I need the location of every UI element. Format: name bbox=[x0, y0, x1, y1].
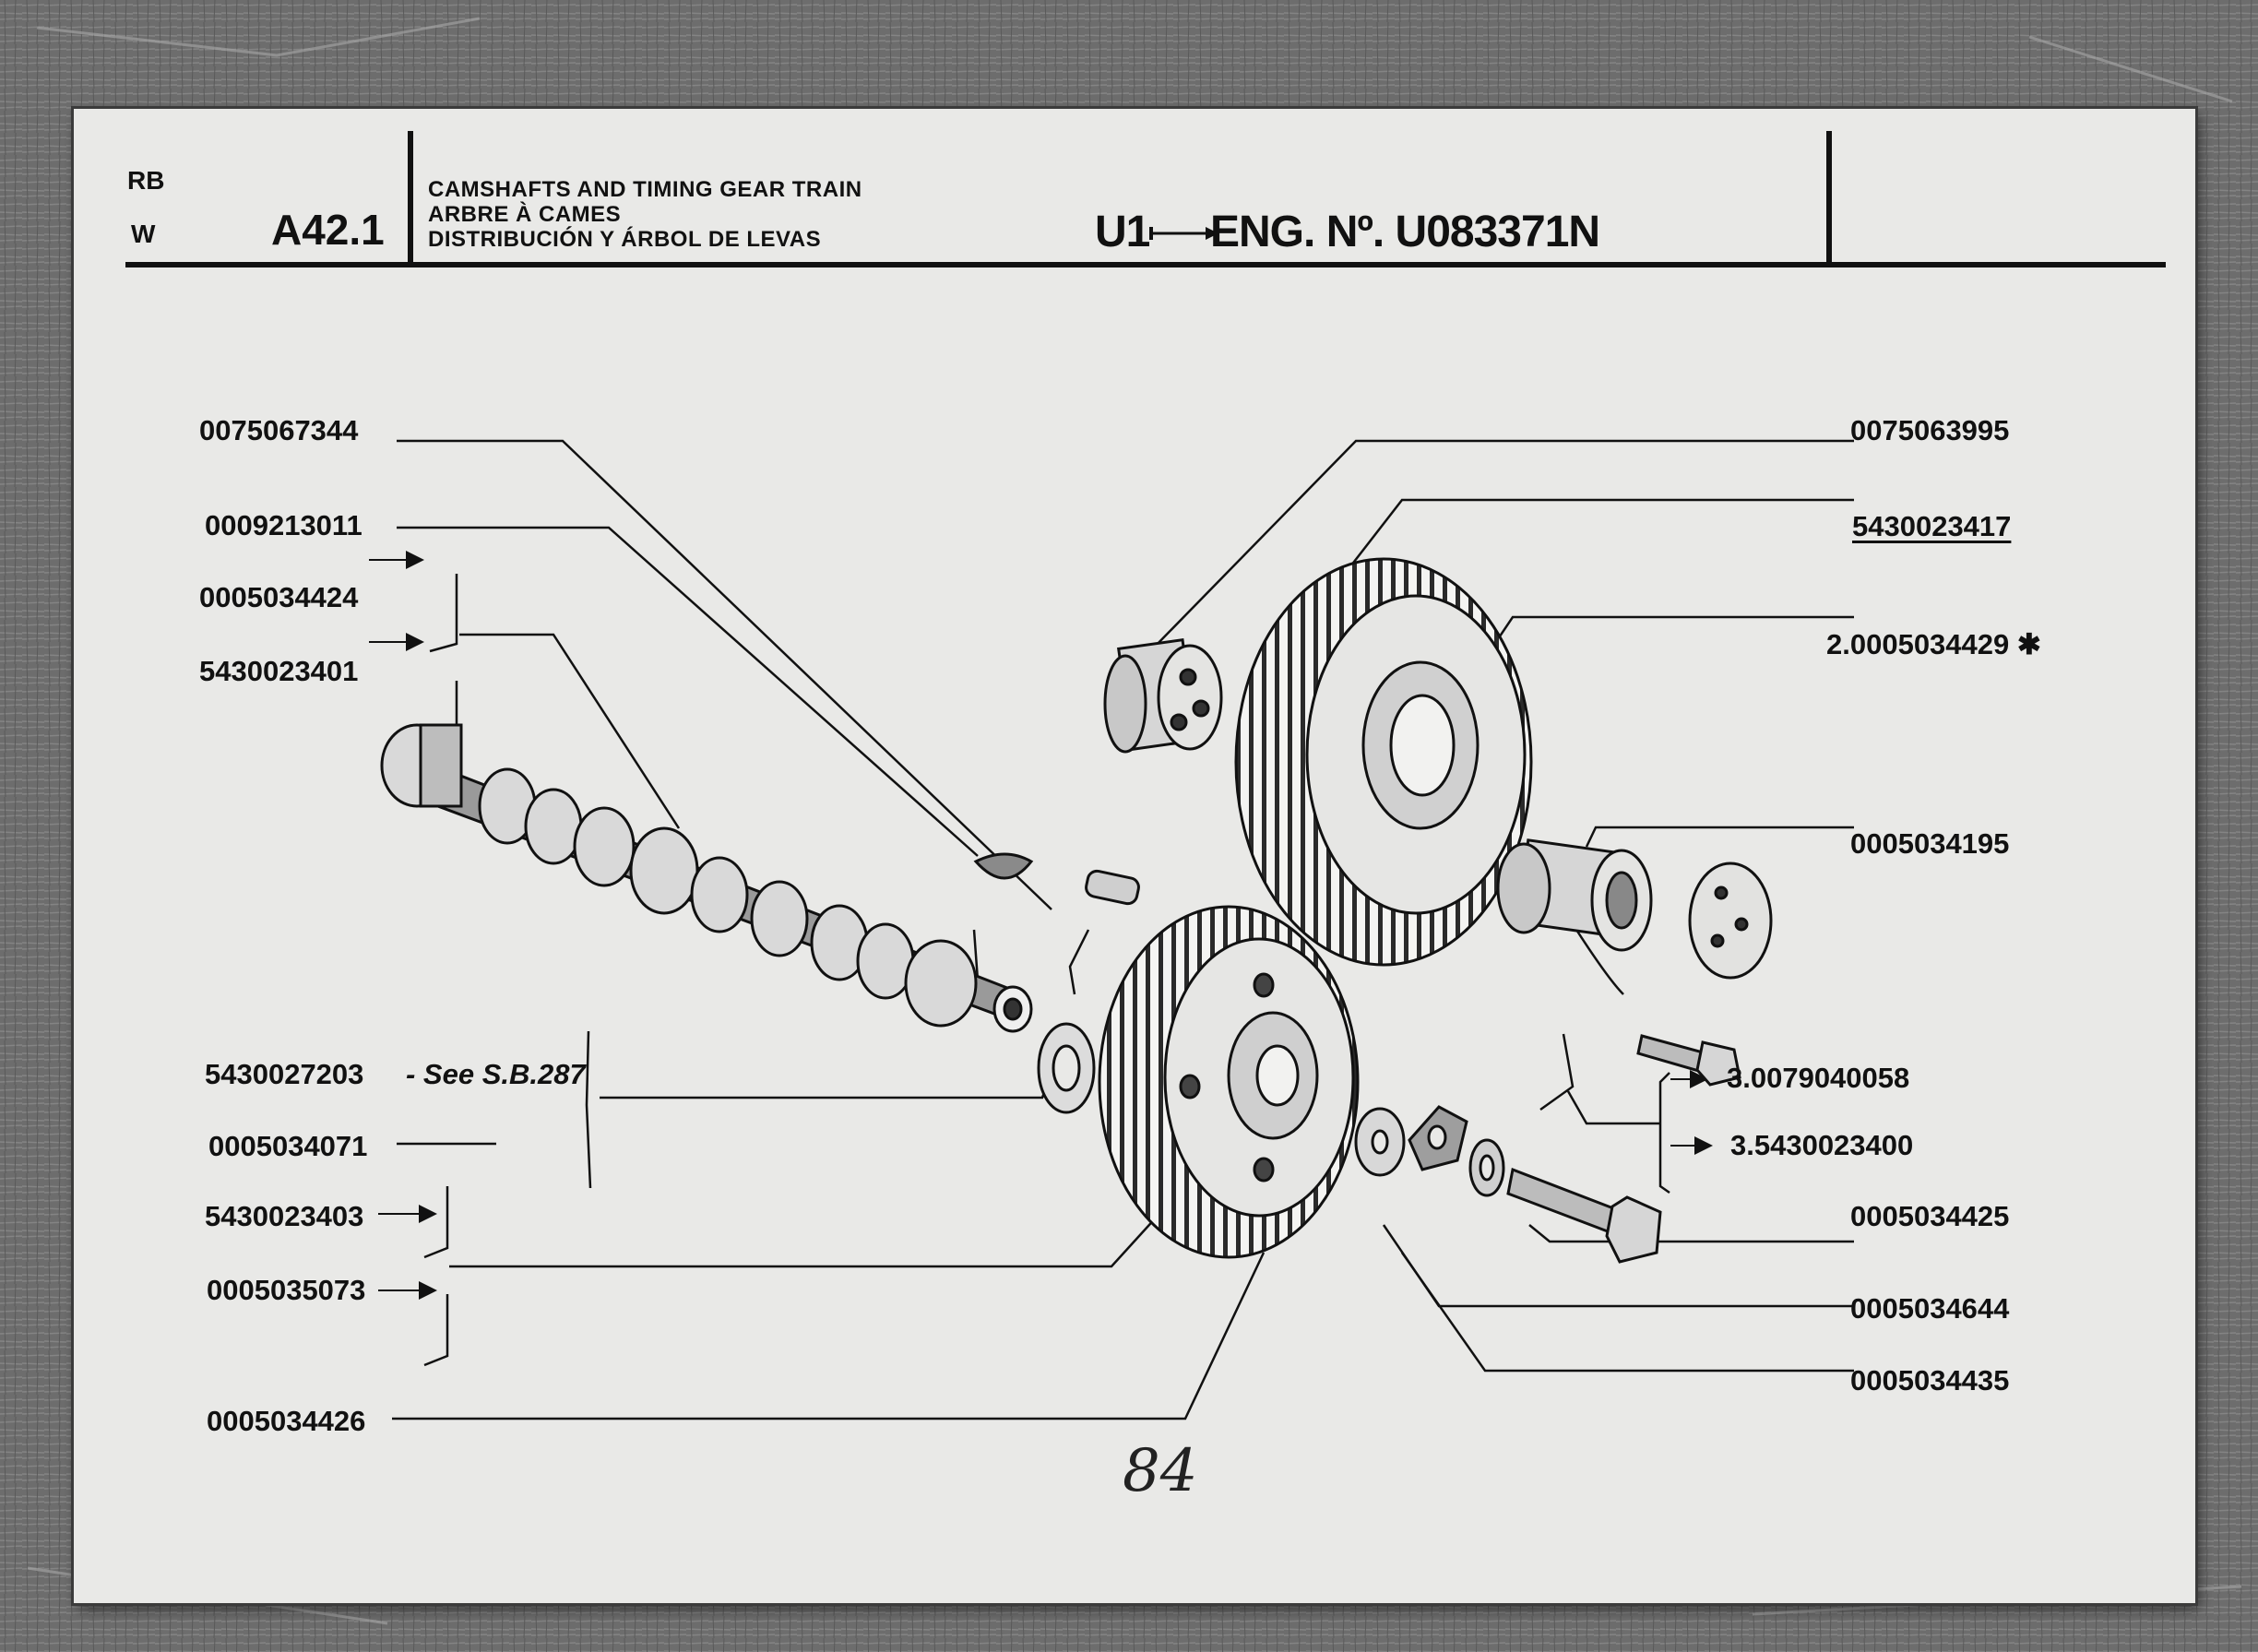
handwritten-page-number: 84 bbox=[1123, 1437, 1198, 1505]
dowel-pin bbox=[1085, 869, 1140, 906]
part-number-0005034435: 0005034435 bbox=[1850, 1364, 2010, 1396]
part-number-0075063995: 0075063995 bbox=[1850, 414, 2010, 446]
header-code-top: RB bbox=[127, 166, 165, 195]
part-number-0075067344: 0075067344 bbox=[199, 414, 359, 446]
part-number-5430023401: 5430023401 bbox=[199, 655, 359, 687]
part-number-0005034071: 0005034071 bbox=[208, 1130, 368, 1162]
part-number-5430023417: 5430023417 bbox=[1852, 510, 2012, 542]
woodruff-key bbox=[973, 852, 1034, 880]
part-number-0005034195: 0005034195 bbox=[1850, 827, 2010, 860]
idler-gear bbox=[1234, 557, 1533, 967]
part-number-0005035073: 0005035073 bbox=[207, 1274, 366, 1306]
title-french: ARBRE À CAMES bbox=[428, 202, 622, 227]
header-divider-right bbox=[1826, 131, 1832, 267]
part-number-0005034424: 0005034424 bbox=[199, 581, 359, 613]
flat-washer-small bbox=[1354, 1107, 1406, 1177]
service-bulletin-note: - See S.B.287 bbox=[406, 1058, 586, 1090]
leader-lines bbox=[392, 439, 1854, 1420]
engine-serial: ENG. Nº. U083371N bbox=[1210, 208, 1600, 256]
exploded-view-drawing bbox=[369, 439, 1854, 1420]
idler-bush bbox=[1496, 838, 1653, 952]
bracket-arrows bbox=[369, 551, 1713, 1300]
retaining-bolt bbox=[1636, 1034, 1741, 1087]
retaining-plate bbox=[1688, 862, 1773, 980]
lock-tab-washer bbox=[1408, 1105, 1468, 1171]
camshaft-gear bbox=[1098, 905, 1360, 1259]
thrust-washer bbox=[1037, 1022, 1096, 1114]
camshaft bbox=[380, 723, 1033, 1033]
part-number-0005034644: 0005034644 bbox=[1850, 1292, 2010, 1325]
gear-bolt bbox=[1506, 1167, 1662, 1264]
part-number-0005034426: 0005034426 bbox=[207, 1405, 366, 1437]
part-number-5430023400: 3.5430023400 bbox=[1730, 1129, 1914, 1161]
part-number-0009213011: 0009213011 bbox=[205, 509, 362, 541]
section-number: A42.1 bbox=[271, 206, 385, 254]
serial-prefix: U1 bbox=[1095, 208, 1150, 256]
spring-washer bbox=[1468, 1138, 1505, 1197]
part-number-0079040058: 3.0079040058 bbox=[1727, 1062, 1910, 1094]
title-english: CAMSHAFTS AND TIMING GEAR TRAIN bbox=[428, 177, 862, 202]
part-number-5430023403: 5430023403 bbox=[205, 1200, 364, 1232]
header-rule bbox=[125, 262, 2166, 267]
idler-hub bbox=[1103, 637, 1223, 754]
header-divider-left bbox=[408, 131, 413, 262]
arrow-right-icon bbox=[1149, 227, 1218, 240]
parts-catalogue-sheet: RB W A42.1 CAMSHAFTS AND TIMING GEAR TRA… bbox=[74, 109, 2195, 1603]
title-spanish: DISTRIBUCIÓN Y ÁRBOL DE LEVAS bbox=[428, 227, 822, 252]
part-number-5430027203: 5430027203 bbox=[205, 1058, 364, 1090]
part-number-0005034429: 2.0005034429 ✱ bbox=[1826, 628, 2041, 660]
part-number-0005034425: 0005034425 bbox=[1850, 1200, 2010, 1232]
header-code-bottom: W bbox=[131, 220, 156, 248]
